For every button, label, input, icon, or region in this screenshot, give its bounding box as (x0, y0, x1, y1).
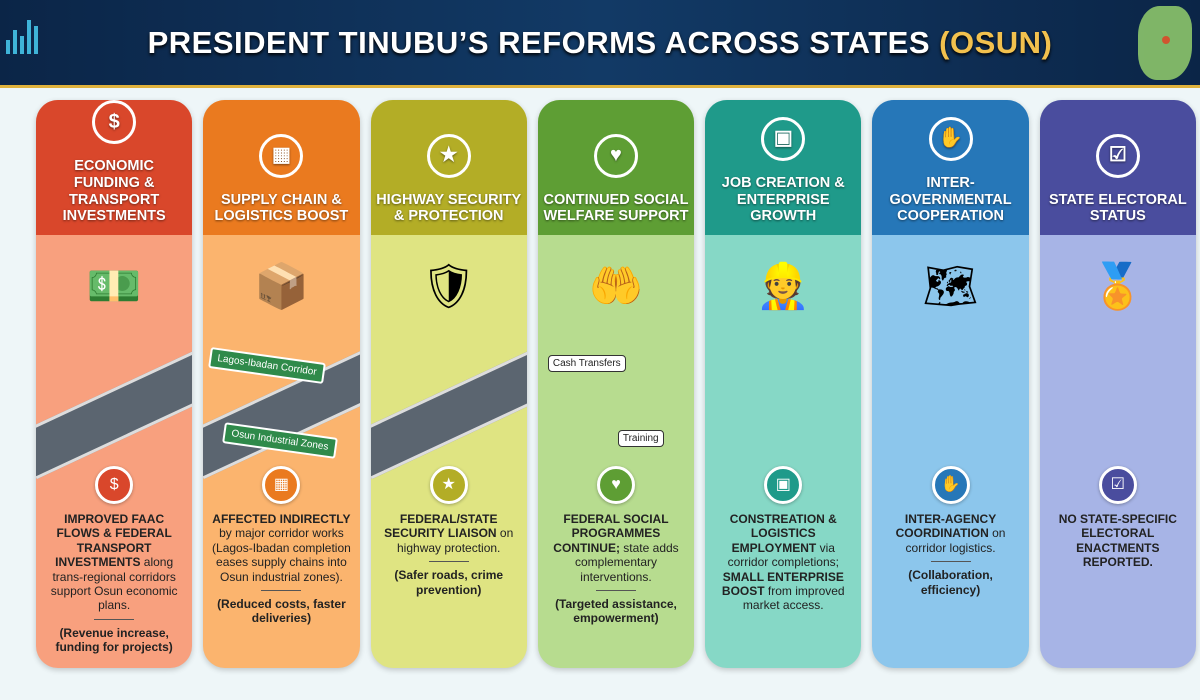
shield-icon: ★ (426, 133, 471, 178)
column-1: $ ECONOMIC FUNDING & TRANSPORT INVESTMEN… (36, 100, 193, 668)
briefcase-icon: ▣ (761, 116, 806, 161)
column-3: ★ HIGHWAY SECURITY & PROTECTION 🛡 ★ FEDE… (370, 100, 527, 668)
divider (261, 589, 302, 591)
column-heading: HIGHWAY SECURITY & PROTECTION (376, 191, 522, 225)
illustration-icon: 👷 (755, 262, 811, 311)
column-6: ✋ INTER-GOVERNMENTAL COOPERATION 🗺 ✋ INT… (872, 100, 1029, 668)
column-5: ▣ JOB CREATION & ENTERPRISE GROWTH 👷 ▣ C… (705, 100, 862, 668)
training-label: Training (617, 430, 664, 447)
corridor-sign: Lagos-Ibadan Corridor (208, 347, 327, 384)
column-body: ✋ INTER-AGENCY COORDINATION on corridor … (872, 466, 1028, 668)
column-heading: CONTINUED SOCIAL WELFARE SUPPORT (543, 191, 689, 225)
column-header: ▦ SUPPLY CHAIN & LOGISTICS BOOST (203, 100, 360, 235)
summary-text: AFFECTED INDIRECTLY by major corridor wo… (212, 512, 351, 584)
page-title: PRESIDENT TINUBU’S REFORMS ACROSS STATES… (147, 24, 1053, 60)
outcome-note: (Safer roads, crime prevention) (394, 568, 504, 597)
osun-map-icon (1138, 6, 1192, 80)
column-illustration: 🛡 (370, 235, 527, 490)
divider (595, 589, 636, 591)
column-body: ♥ FEDERAL SOCIAL PROGRAMMES CONTINUE; st… (538, 466, 694, 668)
column-header: ✋ INTER-GOVERNMENTAL COOPERATION (872, 100, 1029, 235)
illustration-icon: 🤲 (588, 262, 644, 311)
column-heading: INTER-GOVERNMENTAL COOPERATION (889, 174, 1012, 225)
helping-hands-icon: ♥ (593, 133, 638, 178)
column-body: ☑ NO STATE-SPECIFIC ELECTORAL ENACTMENTS… (1040, 466, 1196, 668)
illustration-icon: 🛡 (420, 262, 477, 311)
column-heading: SUPPLY CHAIN & LOGISTICS BOOST (214, 191, 349, 225)
highway-illustration (36, 340, 193, 480)
column-4: ♥ CONTINUED SOCIAL WELFARE SUPPORT 🤲 Cas… (537, 100, 695, 668)
divider (428, 561, 469, 563)
coins-icon: $ (92, 100, 137, 145)
illustration-icon: 🗺 (922, 262, 979, 311)
illustration-icon: 🏅 (1090, 262, 1146, 311)
boxes-icon: ▦ (259, 133, 304, 178)
column-header: ☑ STATE ELECTORAL STATUS (1039, 100, 1196, 235)
column-body: ▦ AFFECTED INDIRECTLY by major corridor … (203, 466, 359, 668)
summary-icon: $ (95, 466, 134, 504)
outcome-note: (Reduced costs, faster deliveries) (217, 596, 346, 626)
column-illustration: 🗺 (872, 235, 1028, 490)
outcome-note: (Targeted assistance, empowerment) (555, 596, 677, 626)
summary-icon: ▦ (262, 466, 301, 504)
column-heading: STATE ELECTORAL STATUS (1048, 191, 1187, 225)
summary-text: INTER-AGENCY COORDINATION on corridor lo… (895, 512, 1006, 555)
column-body: ▣ CONSTREATION & LOGISTICS EMPLOYMENT vi… (705, 466, 861, 668)
summary-text: NO STATE-SPECIFIC ELECTORAL ENACTMENTS R… (1058, 512, 1177, 570)
illustration-icon: 📦 (254, 262, 309, 311)
handshake-icon: ✋ (928, 116, 973, 161)
chart-bars-icon (6, 20, 38, 54)
column-header: ♥ CONTINUED SOCIAL WELFARE SUPPORT (537, 100, 695, 235)
highway-illustration (370, 340, 527, 480)
summary-icon: ▣ (764, 466, 803, 504)
column-heading: JOB CREATION & ENTERPRISE GROWTH (721, 174, 845, 225)
reform-columns: $ ECONOMIC FUNDING & TRANSPORT INVESTMEN… (36, 100, 1196, 668)
column-header: $ ECONOMIC FUNDING & TRANSPORT INVESTMEN… (36, 100, 193, 235)
summary-text: CONSTREATION & LOGISTICS EMPLOYMENT via … (721, 512, 845, 613)
outcome-note: (Revenue increase, funding for projects) (55, 625, 173, 655)
column-illustration: 🏅 (1040, 235, 1196, 490)
column-illustration: 💵 (36, 235, 193, 490)
column-7: ☑ STATE ELECTORAL STATUS 🏅 ☑ NO STATE-SP… (1039, 100, 1196, 668)
column-heading: ECONOMIC FUNDING & TRANSPORT INVESTMENTS (62, 158, 166, 225)
column-header: ★ HIGHWAY SECURITY & PROTECTION (370, 100, 527, 235)
summary-text: FEDERAL SOCIAL PROGRAMMES CONTINUE; stat… (553, 512, 679, 584)
summary-icon: ♥ (596, 466, 635, 504)
illustration-icon: 💵 (86, 262, 142, 311)
column-illustration: 👷 (705, 235, 861, 490)
column-header: ▣ JOB CREATION & ENTERPRISE GROWTH (705, 100, 862, 235)
summary-icon: ☑ (1098, 466, 1137, 504)
column-2: ▦ SUPPLY CHAIN & LOGISTICS BOOST 📦 Lagos… (203, 100, 360, 668)
divider (930, 561, 971, 563)
title-banner: PRESIDENT TINUBU’S REFORMS ACROSS STATES… (0, 0, 1200, 88)
summary-icon: ★ (429, 466, 468, 504)
column-body: ★ FEDERAL/STATE SECURITY LIAISON on high… (371, 466, 527, 668)
summary-icon: ✋ (931, 466, 970, 504)
outcome-note: (Collaboration, efficiency) (908, 568, 993, 597)
ballot-icon: ☑ (1095, 133, 1140, 178)
cash-transfers-label: Cash Transfers (547, 355, 626, 372)
summary-text: IMPROVED FAAC FLOWS & FEDERAL TRANSPORT … (50, 512, 178, 613)
column-body: $ IMPROVED FAAC FLOWS & FEDERAL TRANSPOR… (36, 466, 192, 668)
summary-text: FEDERAL/STATE SECURITY LIAISON on highwa… (384, 512, 514, 555)
divider (94, 618, 135, 620)
